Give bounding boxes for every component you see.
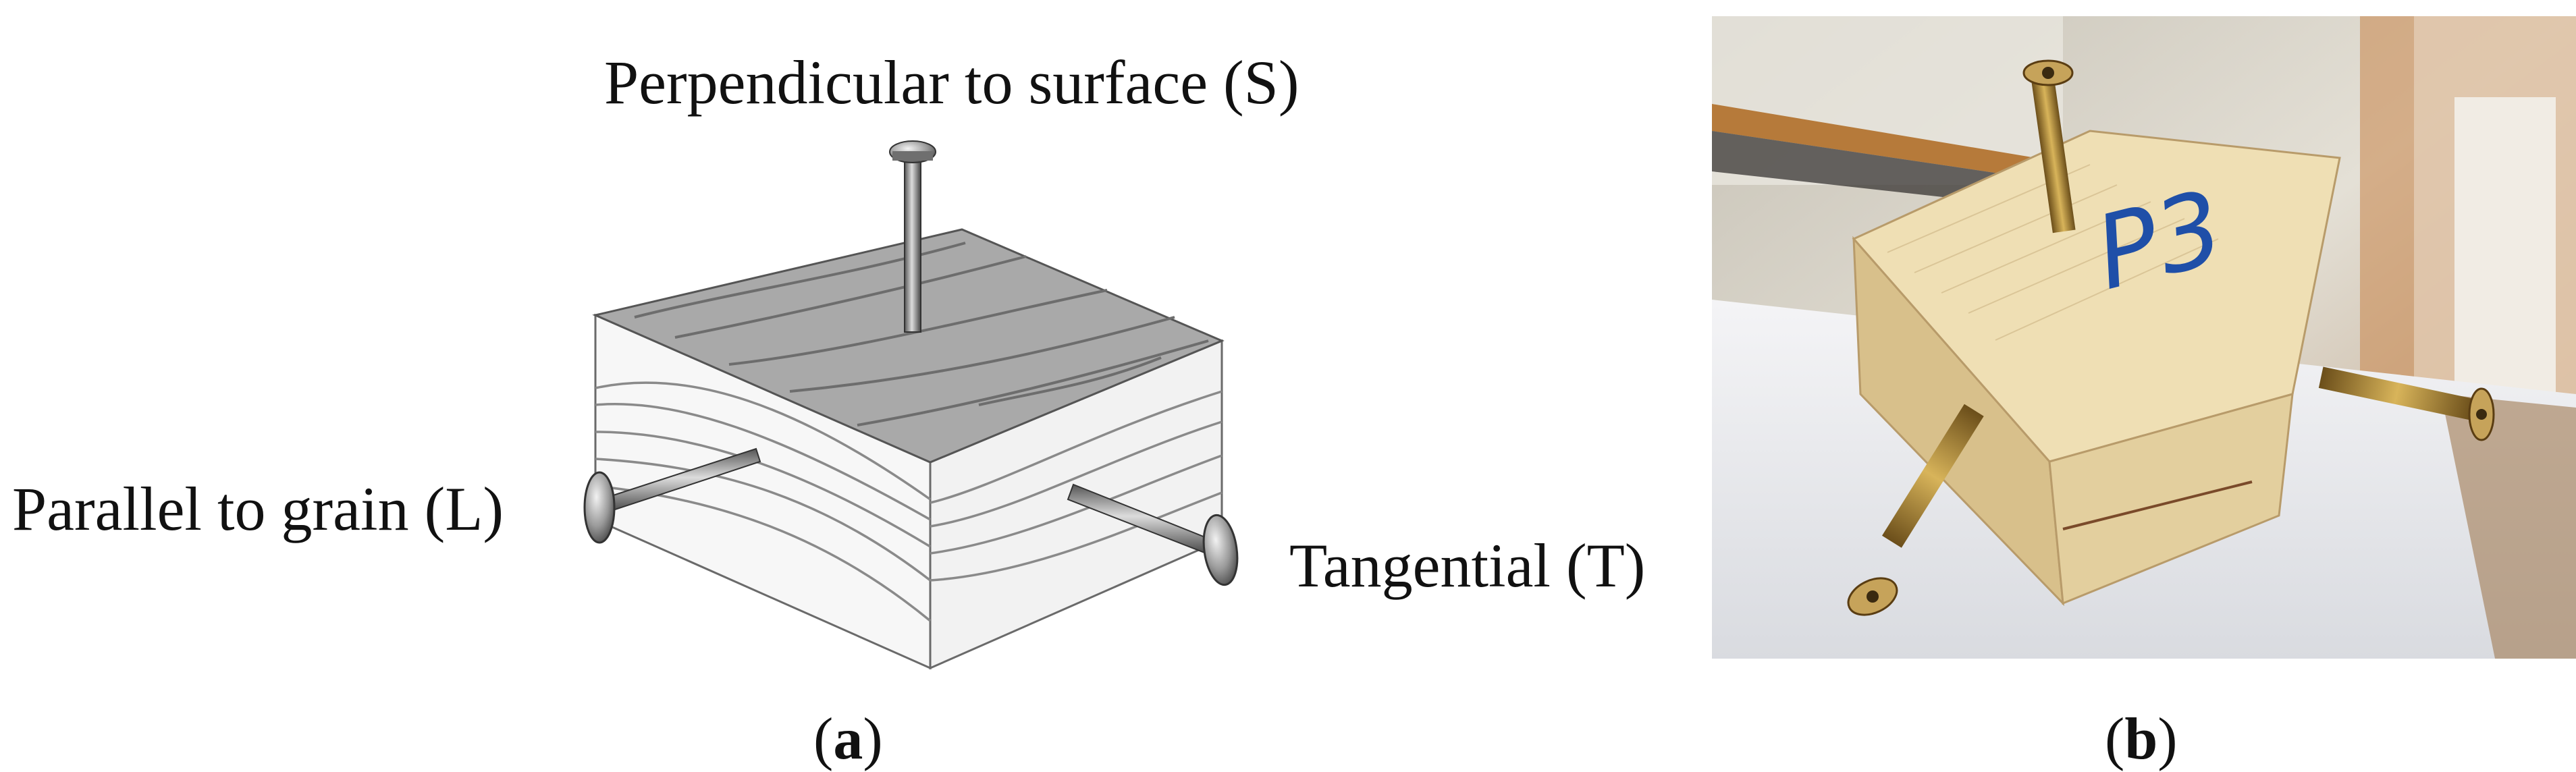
- photo-screw-bottom-icon: [1847, 404, 1984, 616]
- caption-b: (b): [2105, 707, 2178, 772]
- wood-block-schematic: [583, 140, 1239, 670]
- nail-tangential-icon: [1067, 483, 1239, 586]
- side-grain-lines: [930, 390, 1223, 582]
- nail-parallel-to-grain-icon: [583, 447, 761, 544]
- wood-block-photo: P3: [1712, 16, 2576, 659]
- label-perpendicular-to-surface: Perpendicular to surface (S): [604, 48, 1299, 117]
- label-tangential: Tangential (T): [1289, 531, 1646, 600]
- shelf: [1712, 104, 2076, 185]
- nail-perpendicular-icon: [889, 140, 936, 333]
- panel-b-photo: P3: [1712, 16, 2576, 659]
- photo-block-right-face: [2048, 392, 2294, 605]
- block-top-face: [592, 228, 1225, 464]
- photo-screw-top-icon: [2022, 59, 2076, 233]
- front-grain-lines: [595, 381, 932, 622]
- photo-screw-right-icon: [2318, 366, 2495, 441]
- panel-a-diagram: Perpendicular to surface (S) Parallel to…: [12, 48, 1646, 772]
- label-parallel-to-grain: Parallel to grain (L): [12, 474, 504, 543]
- caption-a: (a): [813, 707, 883, 772]
